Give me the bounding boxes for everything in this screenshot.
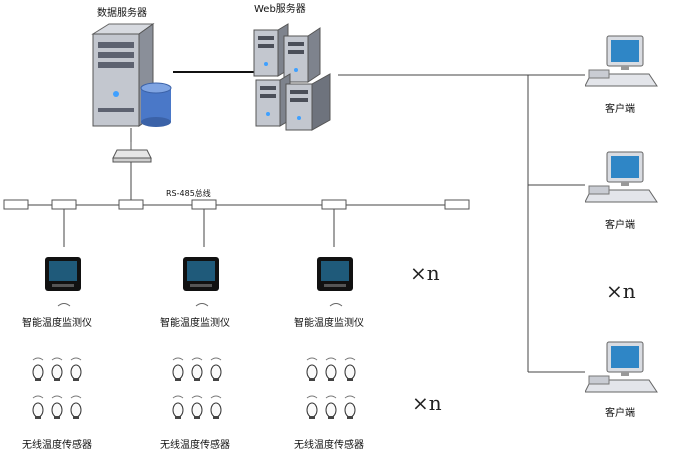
bus-terminal-5 xyxy=(321,199,347,210)
monitor-multiplier: ×n xyxy=(410,261,440,285)
bus-terminal-6 xyxy=(444,199,470,210)
wireless-sensor-icon xyxy=(191,357,203,381)
monitor-label-1: 智能温度监测仪 xyxy=(22,318,92,329)
client-pc-icon xyxy=(584,340,661,404)
wireless-sensor-icon xyxy=(172,357,184,381)
wireless-sensor-icon xyxy=(32,357,44,381)
wireless-sensor-icon xyxy=(306,357,318,381)
wireless-sensor-icon xyxy=(210,357,222,381)
wireless-sensor-icon xyxy=(70,357,82,381)
client-label-3: 客户端 xyxy=(605,408,635,419)
wireless-sensor-icon xyxy=(32,395,44,419)
bus-terminal-3 xyxy=(118,199,144,210)
wireless-sensor-icon xyxy=(70,395,82,419)
web-server-label: Web服务器 xyxy=(254,4,306,15)
rs485-bus-label: RS-485总线 xyxy=(166,189,211,198)
wireless-sensor-icon xyxy=(191,395,203,419)
wireless-sensor-icon xyxy=(51,357,63,381)
sensor-multiplier: ×n xyxy=(412,391,442,415)
temperature-monitor-icon xyxy=(182,256,222,298)
temperature-monitor-icon xyxy=(316,256,356,298)
client-pc-icon xyxy=(584,150,661,214)
data-server-label: 数据服务器 xyxy=(97,8,147,19)
sensor-label-3: 无线温度传感器 xyxy=(294,440,364,451)
client-pc-icon xyxy=(584,34,661,98)
switch-icon xyxy=(112,142,152,163)
sensor-label-2: 无线温度传感器 xyxy=(160,440,230,451)
wireless-sensor-icon xyxy=(325,395,337,419)
client-label-2: 客户端 xyxy=(605,220,635,231)
wireless-sensor-icon xyxy=(325,357,337,381)
sensor-label-1: 无线温度传感器 xyxy=(22,440,92,451)
wireless-sensor-icon xyxy=(172,395,184,419)
monitor-label-3: 智能温度监测仪 xyxy=(294,318,364,329)
client-label-1: 客户端 xyxy=(605,104,635,115)
wireless-sensor-icon xyxy=(344,395,356,419)
monitor-label-2: 智能温度监测仪 xyxy=(160,318,230,329)
wireless-sensor-icon xyxy=(210,395,222,419)
wireless-sensor-icon xyxy=(51,395,63,419)
bus-terminal-2 xyxy=(51,199,77,210)
web-server-icon xyxy=(248,22,340,138)
bus-terminal-4 xyxy=(191,199,217,210)
temperature-monitor-icon xyxy=(44,256,84,298)
wireless-sensor-icon xyxy=(306,395,318,419)
wireless-sensor-icon xyxy=(344,357,356,381)
client-multiplier: ×n xyxy=(606,279,636,303)
data-server-icon xyxy=(89,22,179,134)
bus-terminal-1 xyxy=(3,199,29,210)
